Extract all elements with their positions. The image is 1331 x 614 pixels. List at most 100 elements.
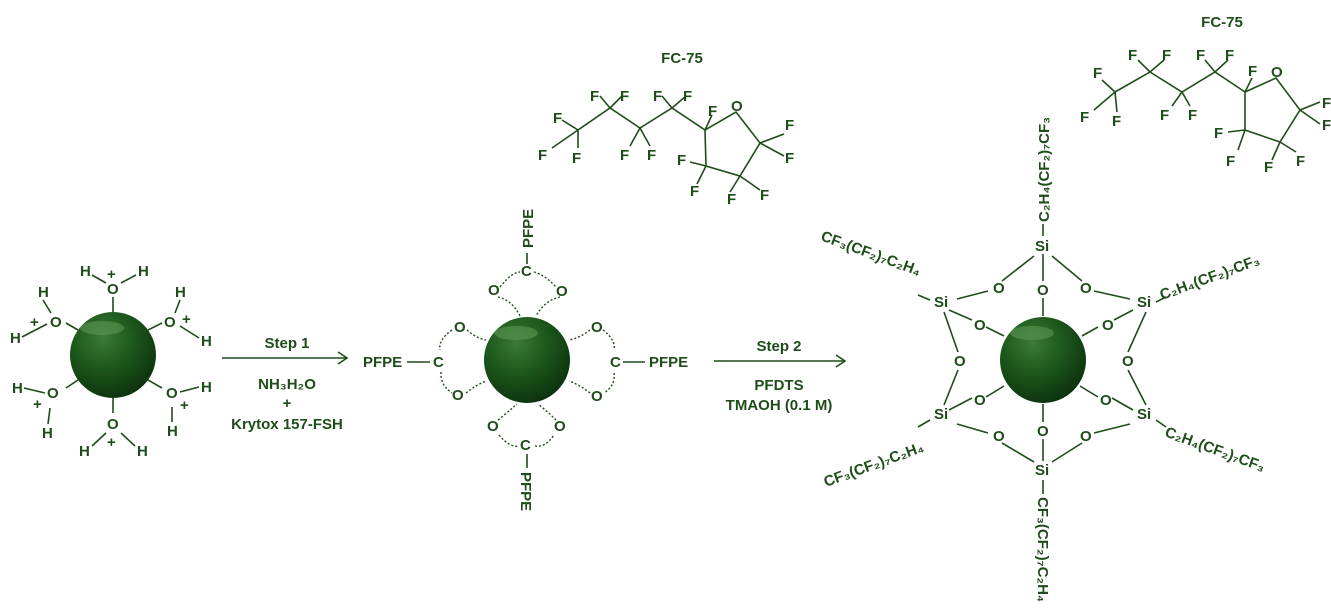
oxygen: O <box>591 319 603 336</box>
carbon: C <box>433 354 444 371</box>
oxygen: O <box>454 319 466 336</box>
step2-arrow <box>714 354 847 368</box>
fluorine: F <box>760 187 769 204</box>
oxygen: O <box>974 317 986 334</box>
oxygen-upper-left: O <box>50 314 62 331</box>
fluorine: F <box>690 183 699 200</box>
fluorine: F <box>1080 109 1089 126</box>
step1-reagent-ammonia: NH₃H₂O <box>258 376 316 393</box>
fluorine: F <box>1093 65 1102 82</box>
hydrogen: H <box>10 330 21 347</box>
fluorine: F <box>1128 47 1137 64</box>
positive-charge: + <box>182 311 191 328</box>
hydrogen: H <box>12 380 23 397</box>
oxygen: O <box>452 387 464 404</box>
fluorine: F <box>683 88 692 105</box>
oxygen: O <box>1037 423 1049 440</box>
ligand-chain-top: C₂H₄(CF₂)₇CF₃ <box>1036 117 1053 222</box>
step1-reagent-krytox: Krytox 157-FSH <box>231 416 343 433</box>
fluorine: F <box>620 147 629 164</box>
oxygen: O <box>488 282 500 299</box>
oxygen: O <box>1102 317 1114 334</box>
ligand-pfpe-top: PFPE <box>520 209 537 248</box>
ligand-chain-upper-left: CF₃(CF₂)₇C₂H₄ <box>819 228 924 280</box>
positive-charge: + <box>107 266 116 283</box>
hydrogen: H <box>201 333 212 350</box>
fluorine: F <box>1296 153 1305 170</box>
solvent-label-2: FC-75 <box>1201 14 1243 31</box>
step1-arrow <box>222 351 349 365</box>
oxygen-lower-left: O <box>47 385 59 402</box>
hydrogen: H <box>138 263 149 280</box>
positive-charge: + <box>180 397 189 414</box>
ligand-chain-lower-right: C₂H₄(CF₂)₇CF₃ <box>1163 424 1268 476</box>
fc75-molecule-2: F F F F F F F F F F O F F F F F F <box>1080 47 1331 176</box>
solvent-label-1: FC-75 <box>661 50 703 67</box>
fluorine: F <box>1226 153 1235 170</box>
oxygen: O <box>731 98 743 115</box>
fluorine: F <box>727 191 736 208</box>
fluorine: F <box>785 150 794 167</box>
fluorine: F <box>647 147 656 164</box>
oxygen: O <box>1100 392 1112 409</box>
oxygen: O <box>1122 353 1134 370</box>
step1-title: Step 1 <box>264 335 309 352</box>
fluorine: F <box>538 147 547 164</box>
hydrogen: H <box>42 425 53 442</box>
ligand-chain-bottom: CF₃(CF₂)₇C₂H₄ <box>1034 497 1051 602</box>
fluorine: F <box>572 150 581 167</box>
fluorine: F <box>677 152 686 169</box>
nanoparticle-highlight <box>1010 326 1054 340</box>
oxygen: O <box>1037 282 1049 299</box>
silicon: Si <box>1035 462 1049 479</box>
fluorine: F <box>590 88 599 105</box>
oxygen: O <box>554 418 566 435</box>
fluorine: F <box>1322 117 1331 134</box>
fluorine: F <box>1225 47 1234 64</box>
oxygen: O <box>993 280 1005 297</box>
fluorine: F <box>1322 95 1331 112</box>
silicon: Si <box>1137 294 1151 311</box>
fluorine: F <box>1188 107 1197 124</box>
oxygen-bottom: O <box>107 416 119 433</box>
fluorine: F <box>1196 47 1205 64</box>
ligand-chain-upper-right: C₂H₄(CF₂)₇CF₃ <box>1158 252 1263 304</box>
step2-title: Step 2 <box>756 338 801 355</box>
oxygen: O <box>1080 280 1092 297</box>
silicon: Si <box>1137 406 1151 423</box>
positive-charge: + <box>33 396 42 413</box>
oxygen: O <box>954 353 966 370</box>
nanoparticle-highlight <box>80 321 124 335</box>
fluorine: F <box>1214 125 1223 142</box>
particle-silane-coated: Si Si Si Si Si Si O O O O O O O O O O O … <box>819 117 1268 602</box>
oxygen-lower-right: O <box>166 385 178 402</box>
carbon: C <box>520 437 531 454</box>
oxygen: O <box>591 388 603 405</box>
silicon: Si <box>934 294 948 311</box>
carbon: C <box>610 354 621 371</box>
fluorine: F <box>553 110 562 127</box>
ligand-pfpe-left: PFPE <box>363 354 402 371</box>
ligand-pfpe-right: PFPE <box>649 354 688 371</box>
oxygen: O <box>556 283 568 300</box>
hydrogen: H <box>175 284 186 301</box>
fluorine: F <box>620 88 629 105</box>
positive-charge: + <box>107 434 116 451</box>
positive-charge: + <box>30 314 39 331</box>
hydrogen: H <box>79 443 90 460</box>
fluorine: F <box>653 88 662 105</box>
oxygen: O <box>1080 428 1092 445</box>
step1-plus: + <box>283 395 292 412</box>
fluorine: F <box>1112 113 1121 130</box>
oxygen: O <box>974 392 986 409</box>
fluorine: F <box>1264 159 1273 176</box>
nanoparticle-highlight <box>494 326 538 340</box>
fc75-molecule-1: F F F F F F F F F F O F F F F F F <box>538 88 794 208</box>
step2-reagent-pfdts: PFDTS <box>754 377 803 394</box>
silicon: Si <box>1035 238 1049 255</box>
step2-reagent-tmaoh: TMAOH (0.1 M) <box>726 397 833 414</box>
oxygen: O <box>487 418 499 435</box>
hydrogen: H <box>167 423 178 440</box>
carbon: C <box>521 263 532 280</box>
